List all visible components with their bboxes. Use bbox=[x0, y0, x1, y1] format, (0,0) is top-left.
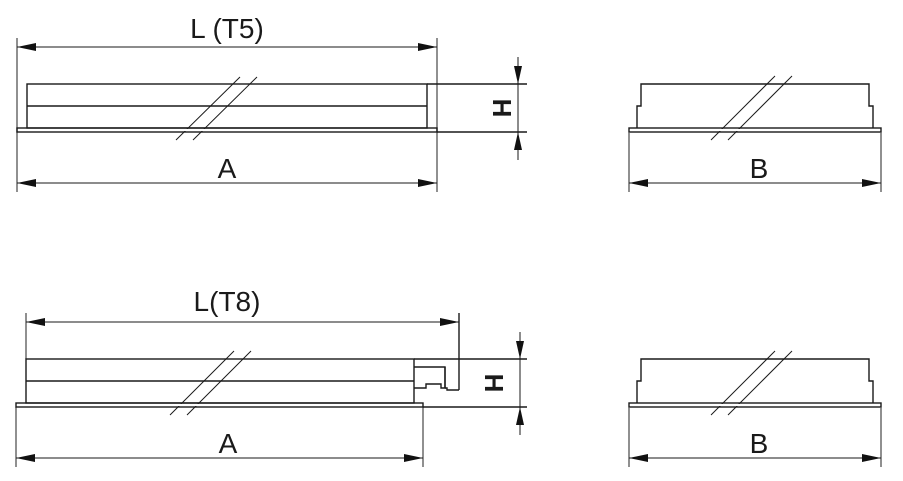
height-label: H bbox=[487, 99, 517, 118]
overall-label: A bbox=[219, 428, 238, 459]
arrow-right-icon bbox=[404, 454, 423, 462]
arrow-right-icon bbox=[440, 318, 459, 326]
arrow-right-icon bbox=[418, 179, 437, 187]
length-dimension: L (T5) bbox=[17, 13, 437, 51]
arrow-down-icon bbox=[516, 341, 524, 359]
arrow-right-icon bbox=[862, 179, 881, 187]
length-label: L (T5) bbox=[190, 13, 264, 44]
break-mark bbox=[169, 350, 252, 416]
arrow-right-icon bbox=[418, 43, 437, 51]
width-dimension: B bbox=[629, 428, 881, 462]
arrow-down-icon bbox=[514, 66, 522, 84]
break-mark bbox=[710, 350, 793, 416]
arrow-left-icon bbox=[17, 179, 36, 187]
arrow-left-icon bbox=[17, 43, 36, 51]
flange bbox=[628, 402, 882, 408]
height-label: H bbox=[479, 374, 509, 393]
end-connector bbox=[414, 366, 446, 389]
overall-dimension: A bbox=[16, 428, 423, 462]
break-mark bbox=[710, 75, 793, 141]
t5-side-view: L (T5) A H bbox=[16, 13, 527, 192]
housing-profile bbox=[636, 83, 874, 128]
t5-end-view: B bbox=[628, 75, 882, 192]
arrow-left-icon bbox=[629, 454, 648, 462]
height-dimension: H bbox=[479, 332, 524, 435]
overall-label: A bbox=[218, 153, 237, 184]
t8-side-view: L(T8) A H bbox=[15, 286, 527, 467]
width-label: B bbox=[750, 153, 769, 184]
arrow-right-icon bbox=[862, 454, 881, 462]
height-dimension: H bbox=[487, 57, 522, 160]
luminaire-body bbox=[15, 358, 527, 408]
overall-dimension: A bbox=[17, 153, 437, 187]
arrow-left-icon bbox=[16, 454, 35, 462]
luminaire-body bbox=[16, 83, 527, 133]
arrow-left-icon bbox=[629, 179, 648, 187]
flange bbox=[628, 127, 882, 133]
t8-end-view: B bbox=[628, 350, 882, 467]
width-dimension: B bbox=[629, 153, 881, 187]
arrow-up-icon bbox=[514, 132, 522, 150]
arrow-up-icon bbox=[516, 407, 524, 425]
flange bbox=[15, 402, 424, 408]
width-label: B bbox=[750, 428, 769, 459]
arrow-left-icon bbox=[26, 318, 45, 326]
length-label: L(T8) bbox=[194, 286, 261, 317]
housing-profile bbox=[636, 358, 874, 403]
flange bbox=[16, 127, 438, 133]
break-mark bbox=[175, 76, 258, 141]
length-dimension: L(T8) bbox=[26, 286, 459, 326]
